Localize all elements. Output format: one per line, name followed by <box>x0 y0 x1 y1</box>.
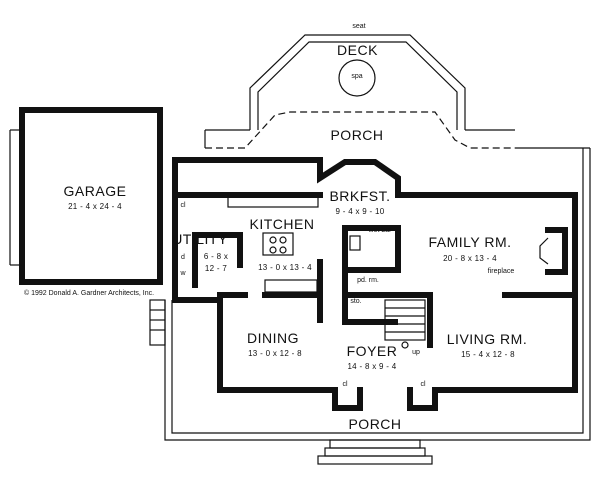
dining-label: DINING <box>247 330 299 346</box>
dining-dimensions: 13 - 0 x 12 - 8 <box>248 349 302 358</box>
utility-dimensions-b: 12 - 7 <box>204 264 228 273</box>
foyer-dimensions: 14 - 8 x 9 - 4 <box>347 362 397 371</box>
kitchen-dimensions: 13 - 0 x 13 - 4 <box>258 263 312 272</box>
family-room-label: FAMILY RM. <box>428 234 512 250</box>
copyright-notice: © 1992 Donald A. Gardner Architects, Inc… <box>24 290 155 297</box>
family-room-dimensions: 20 - 8 x 13 - 4 <box>443 254 497 263</box>
front-porch-outline <box>149 147 591 465</box>
utility-closet-label: cl <box>180 202 186 209</box>
fireplace <box>539 227 568 275</box>
front-porch-label: PORCH <box>348 416 402 432</box>
stairs-up-label: up <box>412 349 420 356</box>
front-closet-left-label: cl <box>342 381 348 388</box>
seat-label: seat <box>352 23 366 30</box>
front-closet-right-label: cl <box>420 381 426 388</box>
utility-dimensions-a: 6 - 8 x <box>203 252 229 261</box>
kitchen-counters <box>227 196 361 293</box>
rear-porch-label: PORCH <box>330 127 384 143</box>
front-closets <box>332 387 438 411</box>
living-room-label: LIVING RM. <box>446 331 528 347</box>
dryer-label: d <box>181 254 185 261</box>
garage-walls <box>9 107 163 285</box>
foyer-label: FOYER <box>346 343 398 359</box>
stairs <box>384 299 426 349</box>
living-room-dimensions: 15 - 4 x 12 - 8 <box>461 350 515 359</box>
spa-label: spa <box>351 73 363 80</box>
wet-bar-label: wet bar <box>368 227 392 234</box>
fireplace-label: fireplace <box>487 268 515 275</box>
breakfast-dimensions: 9 - 4 x 9 - 10 <box>335 207 385 216</box>
washer-label: w <box>180 270 186 277</box>
deck-outline <box>249 34 466 130</box>
deck-label: DECK <box>337 42 378 58</box>
breakfast-label: BRKFST. <box>329 188 391 204</box>
garage-label: GARAGE <box>63 183 127 199</box>
storage-label: sto. <box>350 298 362 305</box>
garage-dimensions: 21 - 4 x 24 - 4 <box>68 202 122 211</box>
rear-porch-outline <box>205 111 520 149</box>
kitchen-label: KITCHEN <box>249 216 315 232</box>
powder-room-label: pd. rm. <box>357 277 379 284</box>
utility-label: UTILITY <box>172 231 228 247</box>
house-walls <box>172 157 578 393</box>
